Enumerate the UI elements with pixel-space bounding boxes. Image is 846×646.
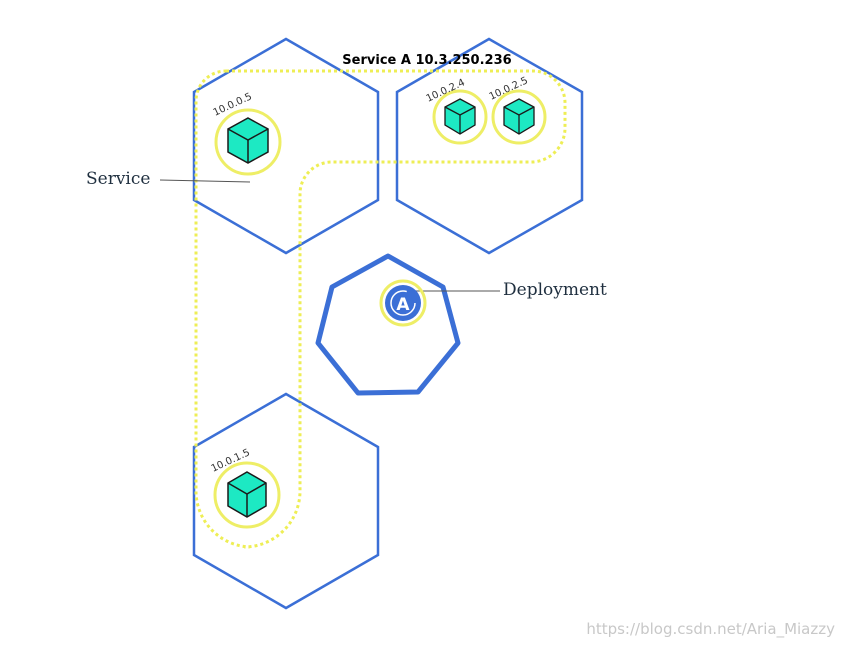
service-boundary — [194, 69, 567, 549]
deployment-label: Deployment — [503, 280, 607, 300]
node-hexagon-top-right — [395, 37, 584, 255]
pod-ip-label: 10.0.2.5 — [488, 75, 530, 102]
service-label: Service — [86, 169, 150, 189]
pod-10-0-0-5: 10.0.0.5 — [212, 91, 282, 176]
pod-ip-label: 10.0.1.5 — [210, 447, 252, 474]
deployment-heptagon — [315, 253, 461, 396]
service-title: Service A 10.3.250.236 — [342, 53, 511, 68]
pod-cube-icon — [227, 117, 269, 164]
pod-10-0-2-5: 10.0.2.5 — [488, 75, 547, 145]
pod-cube-icon — [444, 98, 476, 135]
node-hexagon-bottom — [192, 392, 380, 610]
deployment-icon-letter: A — [396, 295, 410, 315]
deployment-icon: A — [379, 279, 427, 327]
watermark: https://blog.csdn.net/Aria_Miazzy — [586, 620, 835, 639]
pod-cube-icon — [503, 98, 535, 135]
pod-cube-icon — [227, 471, 267, 518]
pod-10-0-1-5: 10.0.1.5 — [210, 447, 281, 529]
pod-10-0-2-4: 10.0.2.4 — [425, 77, 488, 145]
service-leader-line — [159, 179, 251, 183]
node-hexagon-top-left — [192, 37, 380, 255]
